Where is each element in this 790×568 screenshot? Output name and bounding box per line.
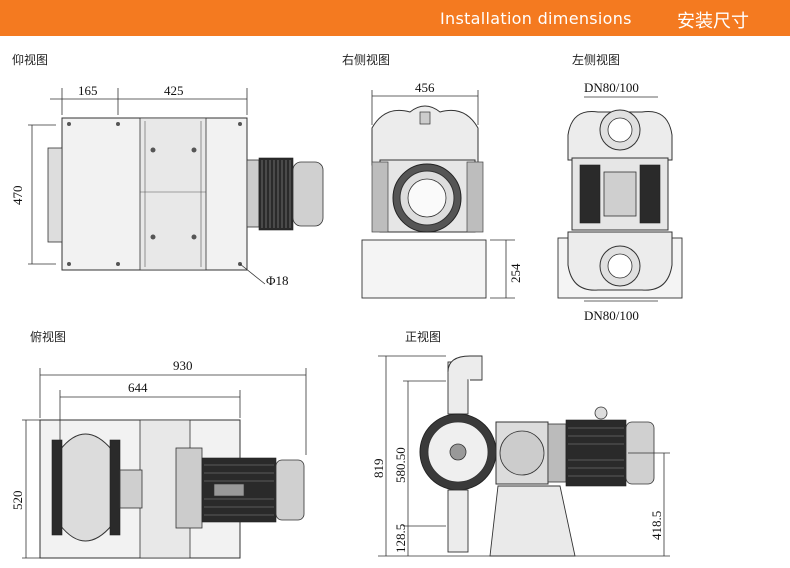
dim-418-5: 418.5 — [649, 511, 664, 540]
bottom-mount-frame — [139, 117, 207, 271]
dim-819: 819 — [371, 459, 386, 479]
top-view-label: 俯视图 — [30, 330, 67, 344]
dim-port-bottom: DN80/100 — [584, 308, 639, 323]
bottom-view-drawing: 165 425 470 Φ18 — [10, 83, 324, 288]
dim-128-5: 128.5 — [393, 524, 408, 553]
dim-425: 425 — [164, 83, 184, 98]
dim-930: 930 — [173, 358, 193, 373]
front-view-label: 正视图 — [405, 330, 442, 344]
dim-254: 254 — [508, 263, 523, 283]
header-title-en: Installation dimensions — [440, 9, 632, 28]
dim-456: 456 — [415, 80, 435, 95]
front-view-drawing: 819 580.50 128.5 418.5 — [371, 355, 670, 557]
front-motor-fins — [565, 419, 627, 487]
dim-165: 165 — [78, 83, 98, 98]
bottom-motor-fins — [258, 157, 294, 231]
dim-644: 644 — [128, 380, 148, 395]
header-bar: Installation dimensions 安装尺寸 — [0, 0, 790, 36]
right-base — [361, 239, 487, 299]
dim-470: 470 — [10, 186, 25, 206]
right-view-drawing: 456 254 — [361, 80, 523, 299]
dim-580-50: 580.50 — [393, 447, 408, 483]
right-view-label: 右侧视图 — [342, 53, 391, 67]
bottom-view-label: 仰视图 — [12, 53, 49, 67]
top-view-drawing: 930 644 520 — [10, 358, 307, 559]
dim-port-top: DN80/100 — [584, 80, 639, 95]
left-view-drawing: DN80/100 DN80/100 — [557, 80, 683, 323]
header-title-cn: 安装尺寸 — [677, 11, 749, 32]
dim-520: 520 — [10, 491, 25, 511]
left-view-label: 左侧视图 — [572, 53, 621, 67]
dim-hole-18: Φ18 — [266, 273, 289, 288]
